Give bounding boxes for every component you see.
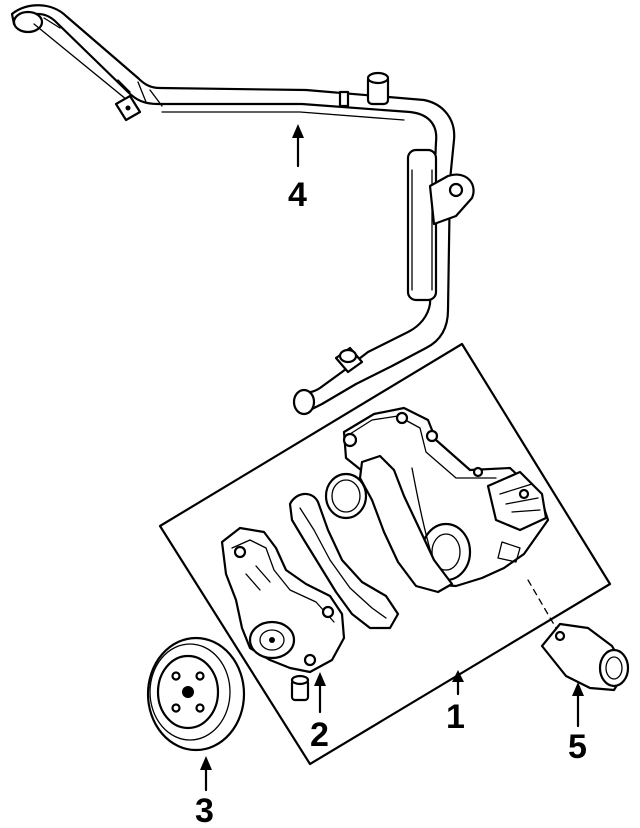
callout-4: 4 (288, 176, 307, 214)
callout-2: 2 (310, 716, 329, 754)
outlet-neck (540, 622, 630, 692)
pump-plug (290, 674, 310, 702)
pump-gasket (288, 492, 400, 630)
alignment-dash-line (527, 579, 557, 629)
callout-1: 1 (446, 698, 465, 736)
housing-gasket (358, 454, 454, 594)
callout-5: 5 (568, 728, 587, 766)
callout-3: 3 (195, 792, 214, 828)
water-pump (220, 526, 346, 674)
callout-arrows (200, 124, 584, 792)
kit-outline (158, 342, 612, 766)
o-ring (324, 472, 368, 520)
coolant-pipe (10, 4, 475, 416)
pulley (146, 636, 246, 752)
